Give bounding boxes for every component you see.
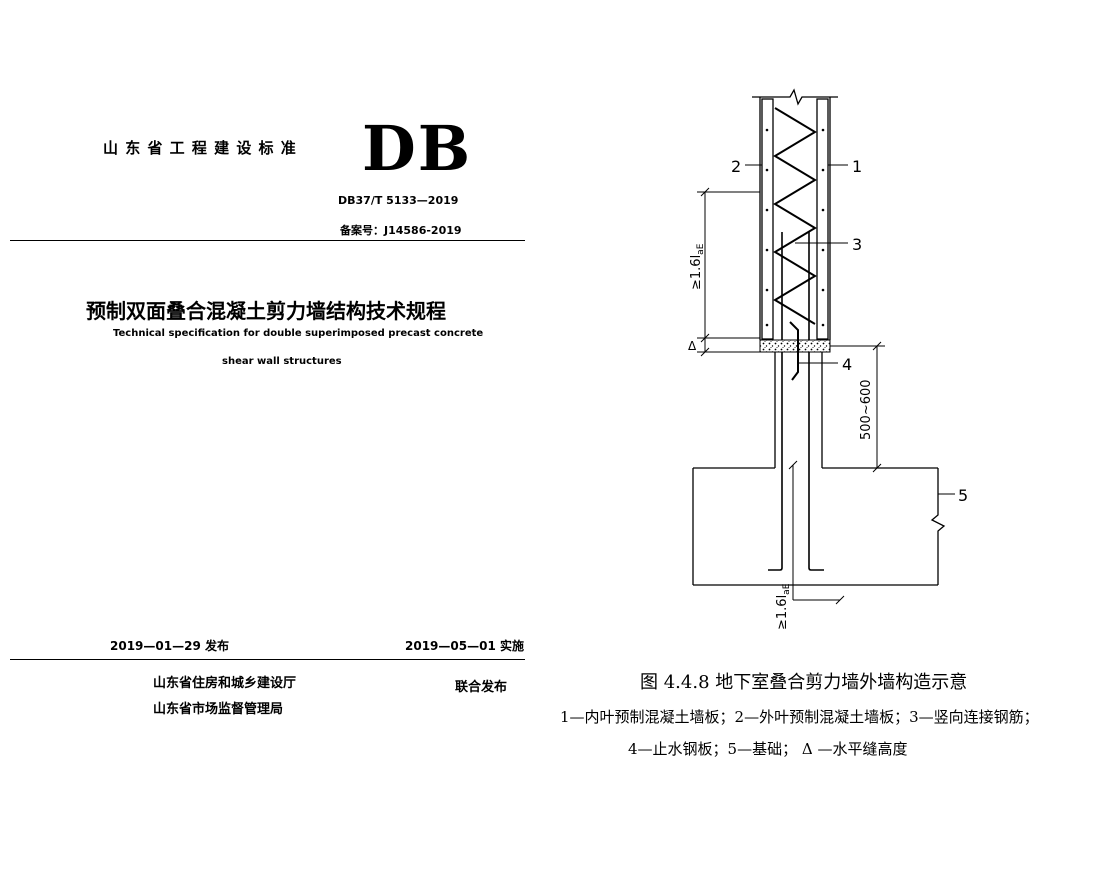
callout-2: 2 [731, 157, 741, 176]
cover-bottom-rule [10, 659, 525, 660]
water-stop-plate [789, 321, 799, 381]
document-title: 预制双面叠合混凝土剪力墙结构技术规程 [86, 299, 446, 323]
joint-height-dim-label: Δ [688, 339, 697, 353]
callout-3: 3 [852, 235, 862, 254]
figure-legend-line1: 1—内叶预制混凝土墙板；2—外叶预制混凝土墙板；3—竖向连接钢筋； [560, 708, 1039, 726]
horizontal-joint [759, 339, 831, 353]
panel-rebar-dots [765, 128, 825, 327]
outer-leaf-panel [761, 98, 774, 340]
bottom-anchorage-dim-label: ≥1.6laE [775, 583, 792, 630]
callout-5: 5 [958, 486, 968, 505]
standard-code-mark: DB [362, 112, 473, 185]
document-title-english: Technical specification for double super… [113, 328, 484, 339]
cover-top-rule [10, 240, 525, 241]
record-number: 备案号：J14586-2019 [340, 224, 462, 237]
publish-date: 2019—01—29 发布 [110, 639, 229, 653]
inner-leaf-panel [816, 98, 829, 340]
org-standard-label: 山 东 省 工 程 建 设 标 准 [103, 139, 297, 157]
slab-break-line [930, 468, 946, 585]
figure-caption: 图 4.4.8 地下室叠合剪力墙外墙构造示意 [640, 672, 968, 693]
lattice-truss [773, 107, 817, 325]
top-break-line [752, 88, 838, 106]
anchorage-dim-label: ≥1.6laE [689, 243, 706, 290]
embed-depth-dim-label: 500~600 [859, 379, 874, 440]
figure-legend-line2: 4—止水钢板；5—基础； Δ —水平缝高度 [628, 740, 908, 758]
issuer-market-bureau: 山东省市场监督管理局 [153, 702, 284, 717]
standard-number: DB37/T 5133—2019 [338, 194, 459, 207]
joint-issue-label: 联合发布 [455, 680, 508, 695]
callout-1: 1 [852, 157, 862, 176]
rebar-hook-left [768, 565, 783, 571]
issuer-housing-dept: 山东省住房和城乡建设厅 [153, 676, 297, 691]
document-title-english-line2: shear wall structures [222, 356, 342, 367]
implement-date: 2019—05—01 实施 [405, 639, 524, 653]
rebar-hook-right [808, 565, 824, 571]
callout-4: 4 [842, 355, 852, 374]
